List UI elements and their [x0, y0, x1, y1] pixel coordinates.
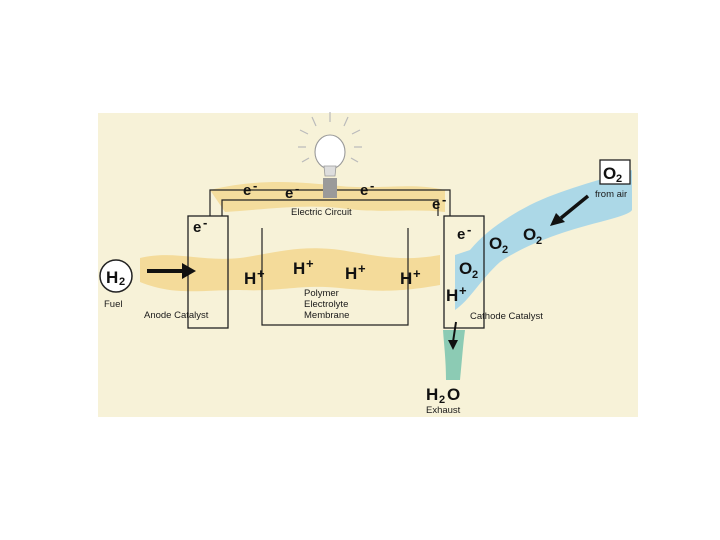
circuit-wire-inner	[221, 199, 439, 216]
svg-text:2: 2	[616, 173, 622, 185]
o2-air-molecule-2: O 2	[523, 225, 542, 247]
svg-text:2: 2	[502, 244, 508, 256]
svg-text:H: H	[345, 264, 357, 283]
svg-text:O: O	[447, 385, 460, 404]
svg-text:e: e	[285, 185, 293, 202]
air-stream	[455, 170, 632, 310]
svg-text:+: +	[358, 261, 366, 276]
svg-text:-: -	[253, 178, 257, 193]
svg-text:+: +	[413, 266, 421, 281]
svg-text:O: O	[603, 164, 616, 183]
o2-air-molecule-1: O 2	[489, 234, 508, 256]
proton-label-cathode: H +	[446, 283, 467, 305]
svg-text:+: +	[257, 266, 265, 281]
svg-text:2: 2	[439, 394, 445, 406]
membrane-label-line1: Polymer	[304, 288, 339, 299]
electron-label-2: e -	[285, 181, 299, 202]
svg-text:-: -	[370, 178, 374, 193]
svg-text:e: e	[432, 196, 440, 213]
svg-text:e: e	[457, 226, 465, 243]
cathode-catalyst-label: Cathode Catalyst	[470, 311, 543, 322]
cathode-catalyst-box	[443, 215, 485, 329]
svg-text:e: e	[243, 182, 251, 199]
svg-text:O: O	[489, 234, 502, 253]
electron-label-1: e -	[243, 178, 257, 199]
svg-text:+: +	[306, 256, 314, 271]
fuel-label: Fuel	[104, 299, 122, 310]
electric-circuit-label: Electric Circuit	[291, 207, 352, 218]
svg-text:-: -	[203, 215, 207, 230]
membrane-bracket	[261, 228, 409, 326]
anode-catalyst-label: Anode Catalyst	[144, 310, 209, 321]
fuel-arrow-icon	[147, 263, 196, 279]
exhaust-arrow-icon	[448, 321, 458, 350]
svg-text:e: e	[360, 182, 368, 199]
light-bulb-icon	[298, 112, 362, 198]
h2-fuel-molecule: H 2	[99, 259, 133, 293]
svg-text:e: e	[193, 219, 201, 236]
svg-text:O: O	[523, 225, 536, 244]
proton-label-4: H +	[400, 266, 421, 288]
svg-text:H: H	[446, 286, 458, 305]
svg-text:2: 2	[119, 276, 125, 288]
svg-text:H: H	[106, 268, 118, 287]
svg-text:2: 2	[472, 269, 478, 281]
svg-text:H: H	[244, 269, 256, 288]
electron-label-4: e -	[432, 192, 446, 213]
svg-text:H: H	[293, 259, 305, 278]
proton-label-2: H +	[293, 256, 314, 278]
fuel-stream	[140, 248, 440, 292]
membrane-label-line3: Membrane	[304, 310, 349, 321]
svg-text:-: -	[442, 192, 446, 207]
exhaust-stream	[443, 330, 465, 380]
membrane-label-line2: Electrolyte	[304, 299, 348, 310]
o2-air-box: O 2	[599, 159, 631, 185]
proton-label-3: H +	[345, 261, 366, 283]
exhaust-label: Exhaust	[426, 405, 461, 416]
svg-text:+: +	[459, 283, 467, 298]
svg-text:2: 2	[536, 235, 542, 247]
svg-text:-: -	[295, 181, 299, 196]
electron-label-cathode: e -	[457, 222, 471, 243]
svg-text:H: H	[400, 269, 412, 288]
from-air-label: from air	[595, 189, 627, 200]
o2-cathode-molecule: O 2	[459, 259, 478, 281]
h2o-exhaust-molecule: H 2 O	[426, 385, 460, 406]
svg-text:O: O	[459, 259, 472, 278]
svg-text:-: -	[467, 222, 471, 237]
svg-text:H: H	[426, 385, 438, 404]
proton-label-1: H +	[244, 266, 265, 288]
electron-label-3: e -	[360, 178, 374, 199]
electron-label-anode: e -	[193, 215, 207, 236]
air-arrow-icon	[550, 194, 590, 226]
